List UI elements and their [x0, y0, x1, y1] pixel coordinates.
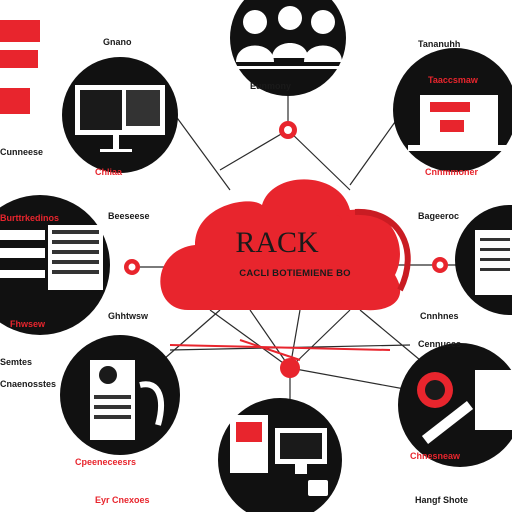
monitor-tr-label-2: Taaccsmaw — [428, 75, 478, 85]
storage-bl-label-2: Cnaenosstes — [0, 379, 57, 389]
network-br-label-2: Hangf Shote — [415, 495, 468, 505]
desktop-computer-icon — [75, 85, 165, 152]
hub-cloud — [160, 179, 411, 311]
storage-bl-caption: Cpeeneceesrs — [75, 457, 137, 467]
monitor-tl-label-1: Gnano — [103, 37, 132, 47]
devices-b-caption: Eyr Cnexoes — [95, 495, 150, 505]
monitor-tl-label-2: Cunneese — [0, 147, 44, 157]
network-cable-icon — [417, 370, 512, 444]
hub-title: RACK — [235, 226, 319, 259]
red-connectors — [169, 339, 391, 361]
junction-dots — [124, 121, 448, 378]
workstation-lock-icon — [230, 415, 328, 496]
laptop-screen-icon — [408, 95, 508, 151]
network-br-caption: Chnesneaw — [410, 451, 461, 461]
red-bar-decoration — [0, 20, 40, 114]
data-grid-icon — [475, 230, 512, 295]
grid-r-label-2: Cnnhnes — [420, 311, 459, 321]
server-rack-icon — [0, 225, 103, 290]
monitor-tr-caption: Cnnmmoner — [425, 167, 479, 177]
disk-storage-icon — [90, 360, 164, 440]
server-l-label-3: Fhwsew — [10, 319, 46, 329]
server-l-caption: Burttrkedinos — [0, 213, 60, 223]
users-group-icon — [225, 6, 351, 69]
server-l-label-2: Ghhtwsw — [108, 311, 148, 321]
hub-subtitle: CACLI BOTIEMIENE BO — [239, 268, 351, 279]
server-l-label-1: Beeseese — [108, 211, 150, 221]
grid-r-label-1: Bageeroc — [418, 211, 460, 221]
users-caption: Eunmony — [250, 81, 292, 91]
monitor-tr-label-1: Tananuhh — [418, 39, 461, 49]
monitor-tl-caption: Chliaa — [95, 167, 123, 177]
storage-bl-label-1: Semtes — [0, 357, 33, 367]
network-br-label-1: Cennuces — [418, 339, 462, 349]
